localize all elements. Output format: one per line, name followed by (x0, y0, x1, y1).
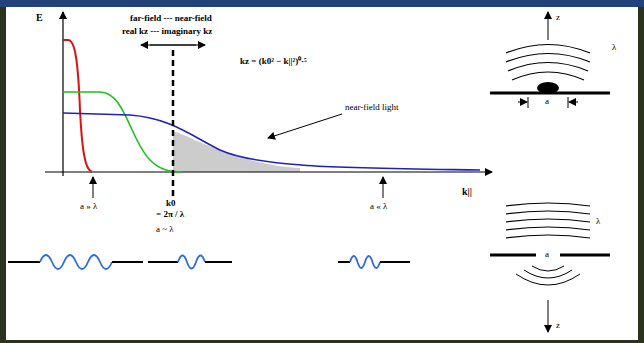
top-bar (0, 0, 644, 7)
wave (40, 255, 112, 269)
formula: kz = (k0² − k||²)⁰·⁵ (240, 56, 307, 67)
diffracted-fronts (516, 266, 580, 285)
wavelength-label: λ (596, 216, 600, 227)
dimension-arrow (518, 102, 527, 103)
z-arrow (548, 12, 549, 40)
leader-arrow (268, 114, 342, 138)
dimension-tick (528, 97, 529, 108)
wave-line (205, 261, 232, 263)
axis-label: E (36, 12, 43, 23)
near-field-shade (173, 131, 300, 172)
green-curve (63, 92, 182, 172)
x-axis (45, 171, 492, 172)
wave-line (8, 261, 40, 263)
axis-value: = 2π / λ (156, 209, 184, 220)
divider-line (172, 50, 175, 196)
dimension-tick (568, 97, 569, 108)
pointer-arrow (383, 177, 384, 198)
axis-value: k0 (166, 198, 176, 209)
dimension-label: a (545, 249, 549, 260)
size-label: a ~ λ (156, 224, 174, 235)
axis-label: z (556, 12, 560, 23)
size-label: a « λ (370, 201, 387, 212)
blue-curve (63, 113, 480, 170)
dimension-arrow (569, 102, 578, 103)
plate (490, 254, 536, 257)
wave-fronts (506, 45, 590, 81)
dimension-label: a (545, 96, 549, 107)
wave-line (380, 261, 410, 263)
panel-ground (6, 7, 638, 340)
wave (178, 256, 205, 269)
double-arrow (141, 45, 196, 46)
wave-line (112, 261, 143, 263)
red-curve (63, 40, 92, 172)
plate (560, 254, 610, 257)
z-arrow (548, 300, 549, 332)
wave-line (148, 261, 178, 263)
region-label: real kz --- imaginary kz (122, 26, 212, 37)
pointer-arrow (93, 177, 94, 198)
region-label: far-field --- near-field (130, 13, 212, 24)
particle (537, 82, 559, 94)
wave (350, 256, 380, 268)
y-axis (62, 12, 63, 176)
axis-label: z (556, 320, 560, 331)
size-label: a » λ (80, 201, 97, 212)
wavelength-label: λ (612, 42, 616, 53)
wave-line (338, 261, 350, 263)
wave-fronts (506, 203, 590, 238)
axis-label: k|| (462, 186, 472, 197)
callout-label: near-field light (345, 102, 399, 113)
